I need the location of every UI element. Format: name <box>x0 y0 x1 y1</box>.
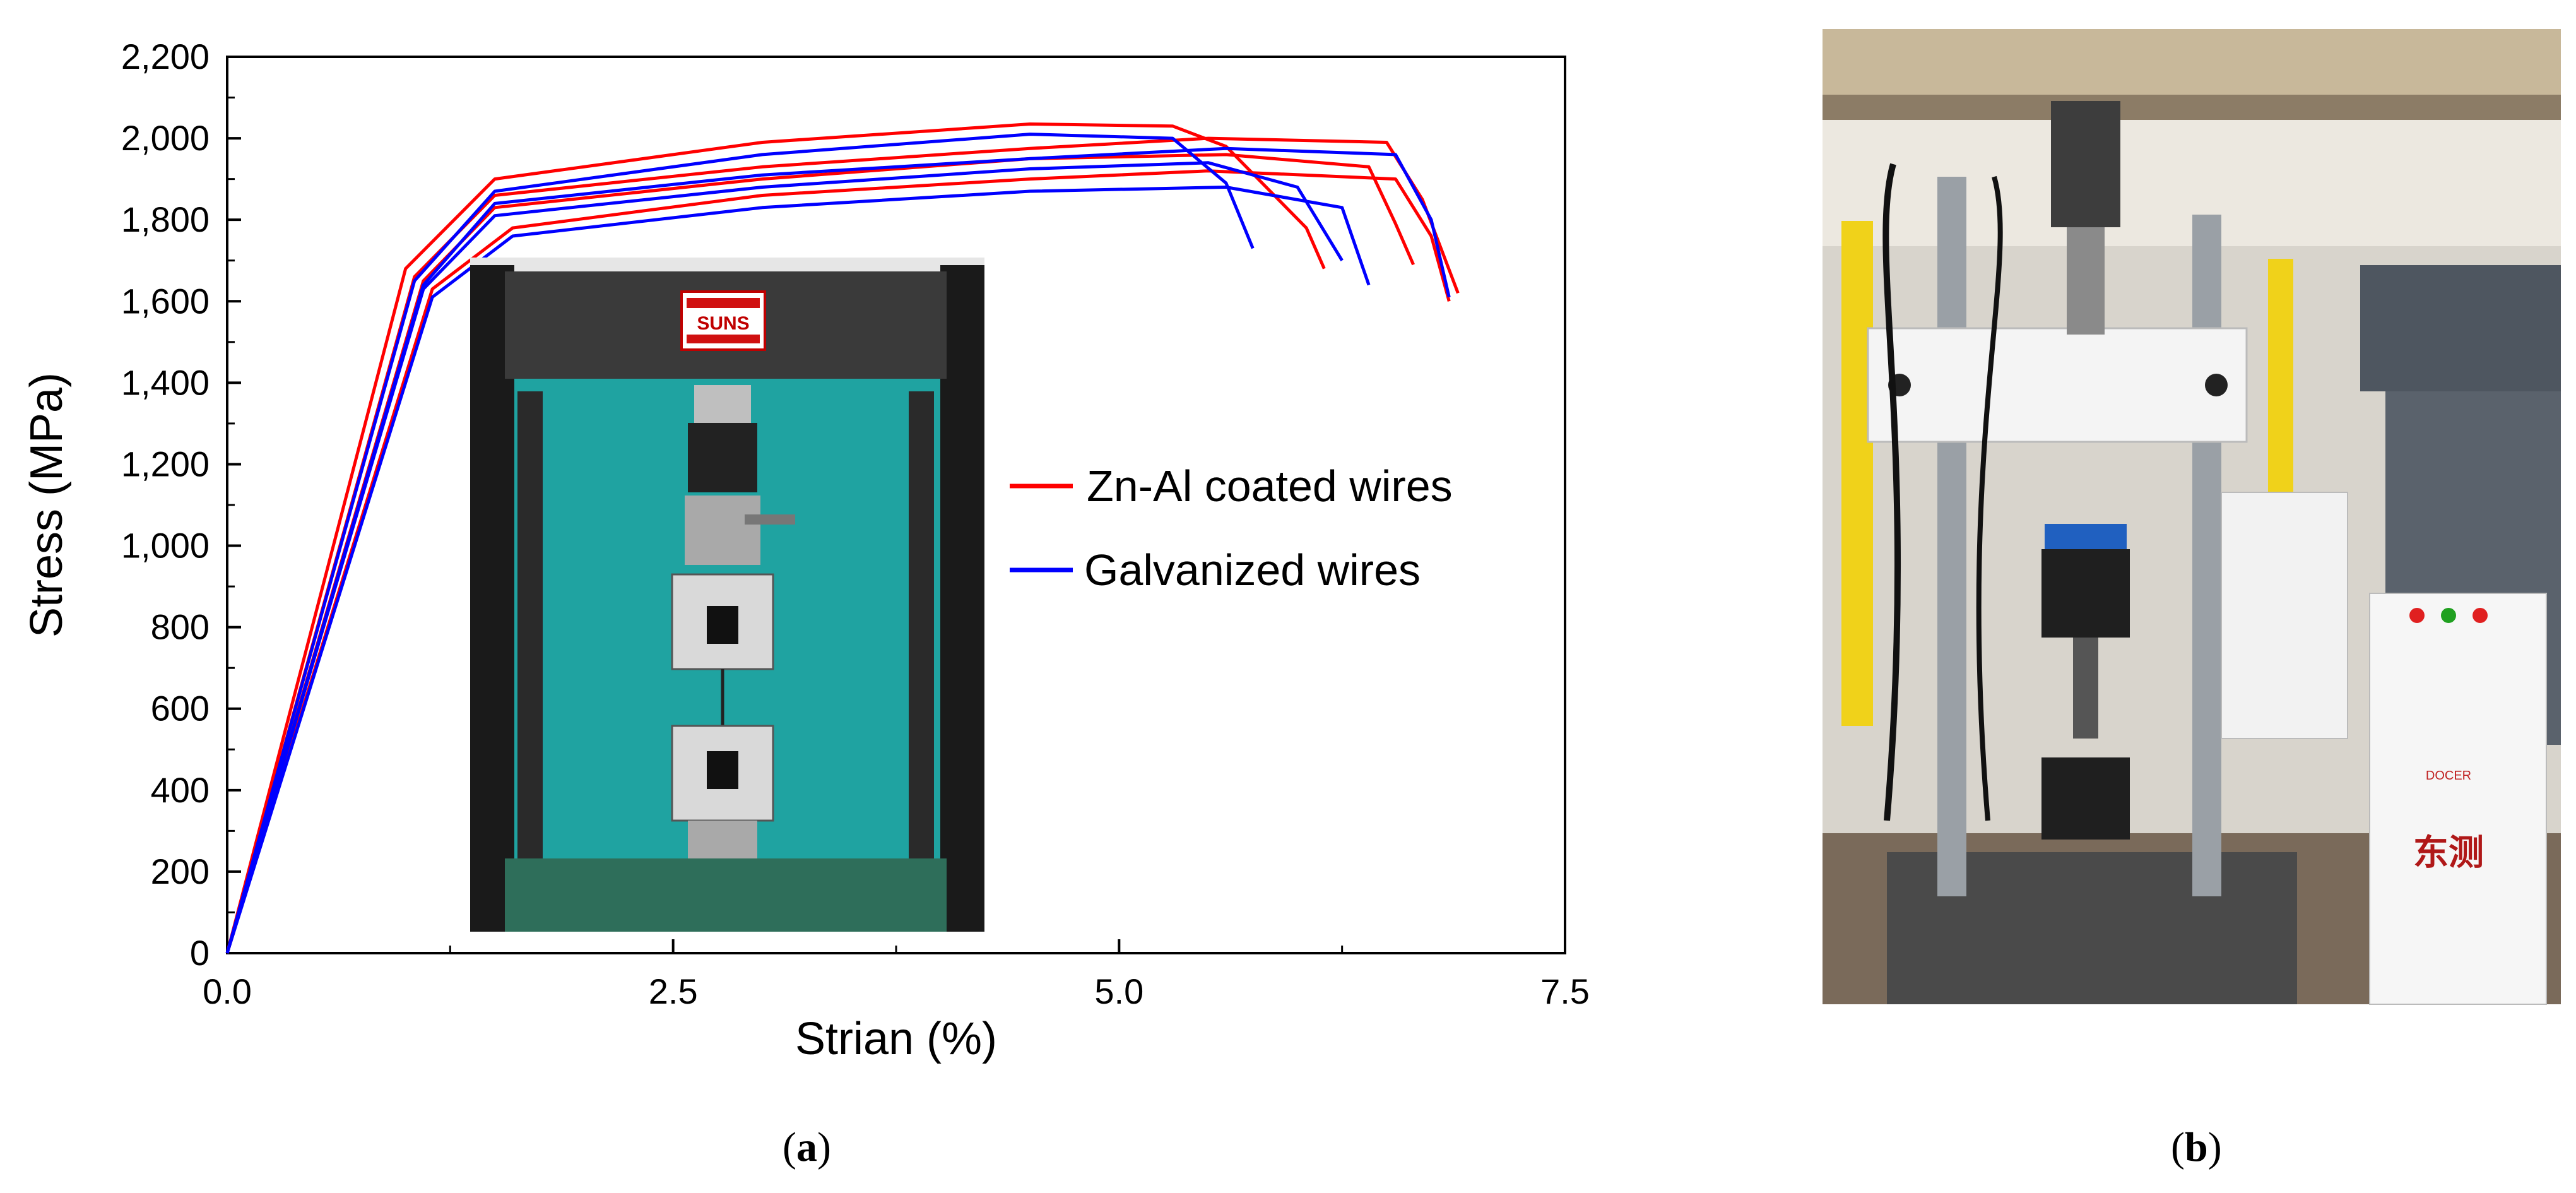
x-tick-label: 5.0 <box>1094 971 1143 1011</box>
panel-label-a-open: ( <box>783 1124 796 1170</box>
y-tick-label: 800 <box>151 607 210 647</box>
x-axis-ticks: 0.0 2.5 5.0 7.5 <box>203 939 1590 1011</box>
y-tick-label: 2,000 <box>121 118 210 158</box>
series-line-3 <box>225 169 1451 954</box>
legend-label-galvanized: Galvanized wires <box>1084 545 1421 595</box>
y-tick-label: 0 <box>190 933 210 973</box>
y-tick-label: 600 <box>151 689 210 728</box>
series-line-5 <box>225 133 1255 954</box>
legend: Zn-Al coated wires Galvanized wires <box>1010 461 1453 595</box>
series-lines <box>225 122 1460 954</box>
series-line-8 <box>225 146 1451 954</box>
y-tick-label: 1,000 <box>121 526 210 566</box>
y-tick-label: 200 <box>151 852 210 891</box>
series-line-6 <box>225 161 1344 954</box>
x-tick-label: 0.0 <box>203 971 252 1011</box>
photo-b-sticker-text: DOCER <box>2426 769 2471 783</box>
panel-label-a-close: ) <box>817 1124 831 1170</box>
y-tick-label: 1,200 <box>121 444 210 484</box>
x-tick-label: 2.5 <box>649 971 698 1011</box>
panel-label-b: (b) <box>2171 1124 2222 1172</box>
panel-label-a: (a) <box>783 1124 831 1172</box>
inset-brand-text: SUNS <box>697 313 749 334</box>
y-tick-label: 400 <box>151 770 210 810</box>
panel-label-b-letter: b <box>2184 1124 2208 1170</box>
series-line-1 <box>225 122 1326 954</box>
panel-label-b-open: ( <box>2171 1124 2185 1170</box>
inset-photo-tensile-machine: SUNS <box>470 258 984 932</box>
panel-label-a-letter: a <box>796 1124 817 1170</box>
photo-b-fatigue-machine: DOCER 东测 <box>1823 29 2561 1005</box>
legend-label-zn-al: Zn-Al coated wires <box>1087 461 1453 511</box>
y-axis-ticks: 0 200 400 600 800 1,000 1,200 1,400 1,600 1,800 2,… <box>121 37 241 973</box>
y-tick-label: 1,800 <box>121 199 210 239</box>
x-tick-label: 7.5 <box>1540 971 1590 1011</box>
photo-b-machine-brand: 东测 <box>2413 833 2484 874</box>
panel-label-b-close: ) <box>2207 1124 2222 1170</box>
y-tick-label: 1,400 <box>121 362 210 402</box>
y-axis-title: Stress (MPa) <box>21 372 72 638</box>
series-line-7 <box>225 186 1371 954</box>
y-tick-label: 1,600 <box>121 281 210 321</box>
y-tick-label: 2,200 <box>121 37 210 76</box>
x-axis-title: Strian (%) <box>795 1014 997 1064</box>
